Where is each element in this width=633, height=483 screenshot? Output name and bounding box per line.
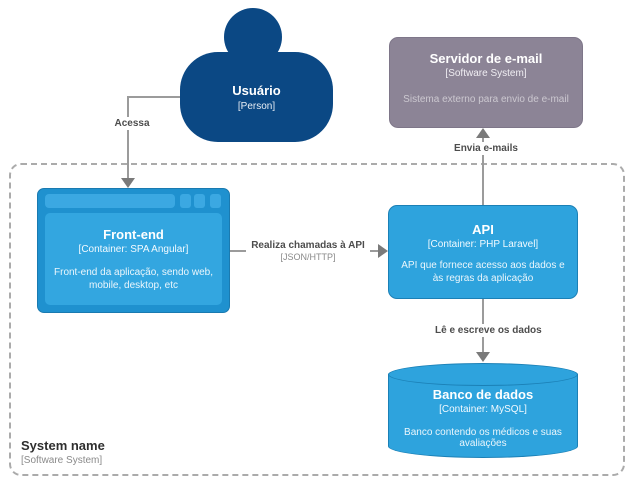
person-name: Usuário (232, 82, 281, 98)
node-api: API [Container: PHP Laravel] API que for… (388, 205, 578, 299)
browser-button-icon (180, 194, 191, 208)
system-boundary-name: System name (21, 438, 105, 453)
edge-label-le-escreve: Lê e escreve os dados (432, 324, 542, 337)
system-boundary-type: [Software System] (21, 455, 103, 466)
api-name: API (472, 222, 494, 237)
database-type: [Container: MySQL] (439, 404, 527, 415)
arrowhead-api-database-icon (476, 352, 490, 362)
edge-api-email-line (482, 133, 484, 205)
email-server-description: Sistema externo para envio de e-mail (403, 94, 569, 105)
node-frontend: Front-end [Container: SPA Angular] Front… (37, 188, 230, 313)
database-cylinder-body-icon (388, 374, 578, 458)
frontend-type: [Container: SPA Angular] (78, 244, 189, 255)
frontend-description: Front-end da aplicação, sendo web, mobil… (54, 267, 213, 291)
node-person-usuario: Usuário [Person] (180, 52, 333, 142)
database-text: Banco de dados [Container: MySQL] Banco … (388, 387, 578, 449)
database-cylinder-top-icon (388, 363, 578, 386)
database-description: Banco contendo os médicos e suas avaliaç… (404, 427, 562, 449)
arrowhead-frontend-api-icon (378, 244, 388, 258)
edge-label-acessa: Acessa (100, 117, 164, 130)
node-email-server: Servidor de e-mail [Software System] Sis… (389, 37, 583, 128)
person-type: [Person] (237, 100, 276, 112)
frontend-content: Front-end [Container: SPA Angular] Front… (45, 213, 222, 305)
database-name: Banco de dados (432, 387, 534, 402)
edge-user-frontend-vline (127, 96, 129, 179)
arrowhead-api-email-icon (476, 128, 490, 138)
api-description: API que fornece acesso aos dados e às re… (401, 260, 565, 284)
browser-button-icon (194, 194, 205, 208)
api-type: [Container: PHP Laravel] (427, 239, 539, 250)
arrowhead-user-frontend-icon (121, 178, 135, 188)
edge-user-frontend-hline (128, 96, 180, 98)
node-database: Banco de dados [Container: MySQL] Banco … (388, 363, 578, 458)
browser-address-bar-icon (45, 194, 175, 208)
email-server-name: Servidor de e-mail (429, 51, 543, 66)
email-server-type: [Software System] (445, 68, 527, 79)
edge-label-realiza-chamadas: Realiza chamadas à API [JSON/HTTP] (246, 239, 370, 263)
frontend-name: Front-end (103, 227, 164, 242)
browser-button-icon (210, 194, 221, 208)
system-boundary-label: System name [Software System] (21, 438, 105, 466)
system-boundary: System name [Software System] (9, 163, 625, 476)
edge-label-envia-emails: Envia e-mails (448, 142, 524, 155)
